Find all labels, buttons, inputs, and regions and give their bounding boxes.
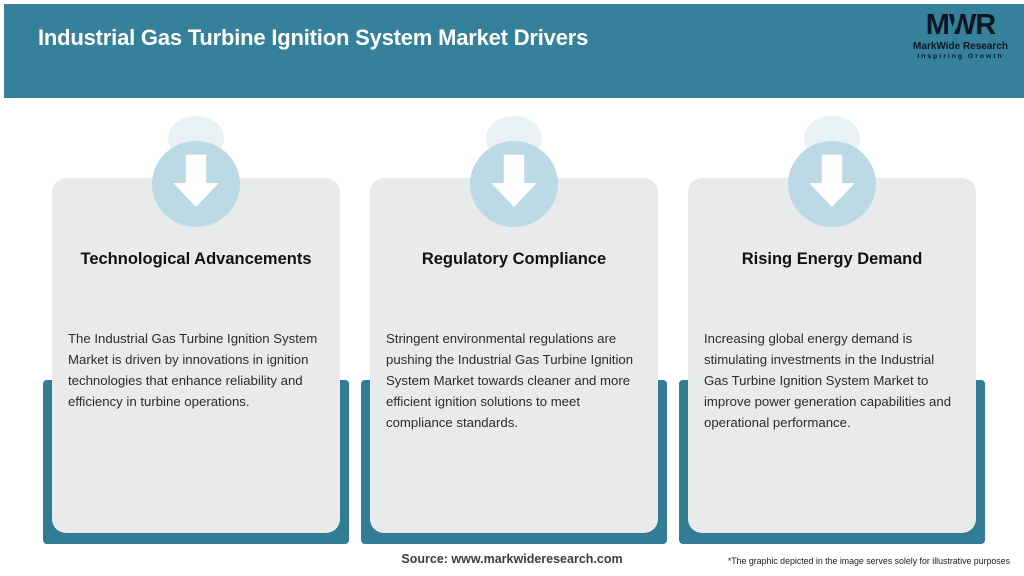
- source-attribution: Source: www.markwideresearch.com: [401, 552, 623, 566]
- driver-card-group-rising-energy-demand: Rising Energy Demand Increasing global e…: [679, 0, 985, 576]
- logo-tagline: Inspiring Growth: [917, 53, 1004, 60]
- header-bar: Industrial Gas Turbine Ignition System M…: [4, 4, 1024, 98]
- page-title: Industrial Gas Turbine Ignition System M…: [38, 25, 589, 50]
- card-title: Technological Advancements: [80, 250, 312, 268]
- down-arrow-badge: [152, 141, 240, 227]
- driver-card: Regulatory Compliance Stringent environm…: [370, 178, 658, 533]
- card-title: Rising Energy Demand: [741, 250, 923, 268]
- markwide-logo: MWR MarkWide Research Inspiring Growth: [913, 9, 1008, 61]
- driver-card-group-technological-advancements: Technological Advancements The Industria…: [43, 0, 349, 576]
- card-body: The Industrial Gas Turbine Ignition Syst…: [68, 331, 318, 409]
- down-arrow-badge: [788, 141, 876, 227]
- down-arrow-icon: [173, 154, 219, 207]
- card-title: Regulatory Compliance: [421, 250, 607, 268]
- down-arrow-icon: [809, 154, 855, 207]
- card-body: Increasing global energy demand is stimu…: [704, 331, 952, 430]
- down-arrow-badge: [470, 141, 558, 227]
- driver-card: Technological Advancements The Industria…: [52, 178, 340, 533]
- logo-acronym: MWR: [925, 9, 996, 41]
- driver-card-group-regulatory-compliance: Regulatory Compliance Stringent environm…: [361, 0, 667, 576]
- driver-card: Rising Energy Demand Increasing global e…: [688, 178, 976, 533]
- down-arrow-icon: [491, 154, 537, 207]
- card-body: Stringent environmental regulations are …: [386, 331, 634, 430]
- logo-company-name: MarkWide Research: [913, 41, 1008, 52]
- logo-acronym-text: MWR: [925, 9, 996, 41]
- disclaimer-note: *The graphic depicted in the image serve…: [727, 556, 1010, 566]
